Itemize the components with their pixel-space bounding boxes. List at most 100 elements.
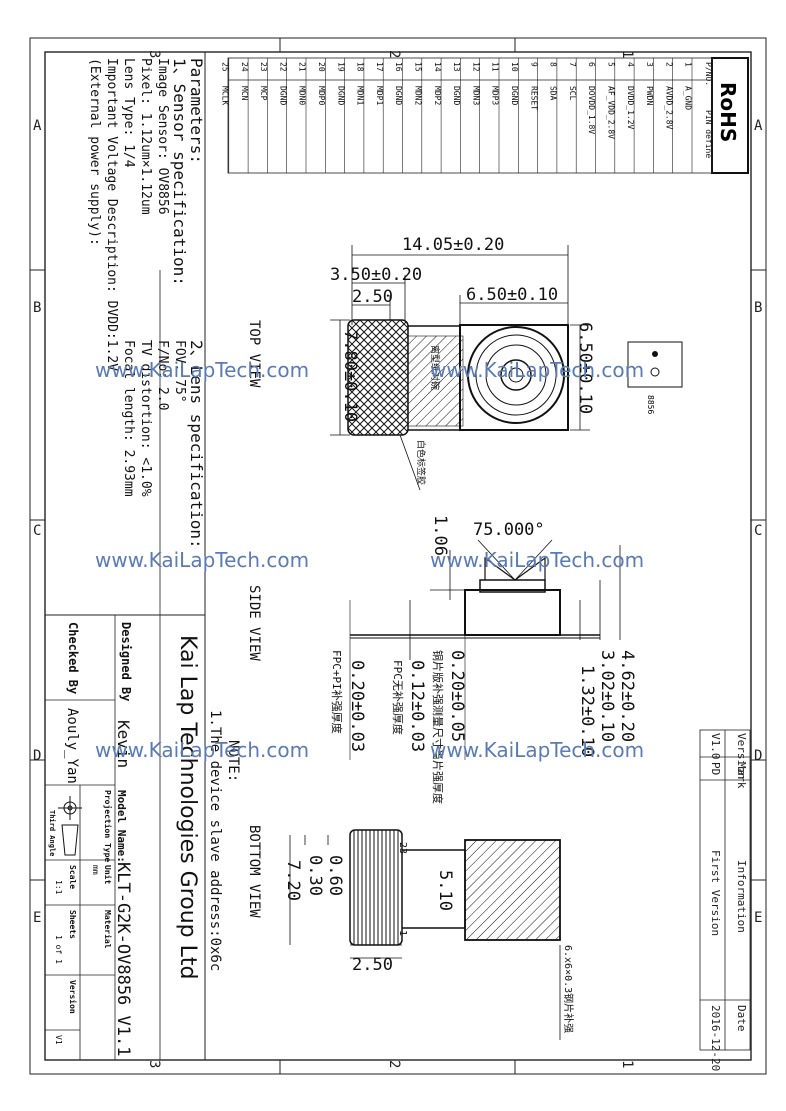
pin-row-number: 9 [529,62,538,67]
rev-mark-value: PD [709,762,722,775]
pin-row-define: DGND [394,86,403,105]
rev-date-value: 2016-12-20 [709,1005,722,1071]
dim-650-width: 6.50±0.10 [466,285,558,305]
pin-row-number: 18 [356,62,365,72]
dim-462: 4.62±0.20 [617,650,637,742]
unit-label: Unit [103,865,112,885]
note-fpc-thickness: FPC无补强厚度 [391,660,405,735]
watermark-2: www.KaiLapTech.com [430,358,645,382]
zone-a-left: A [33,118,42,134]
rev-mark-header: Mark [735,762,748,789]
sheet-label: Sheets [68,910,77,939]
zone-ticks [30,38,766,1074]
dim-132: 1.32±0.10 [577,665,597,757]
sensor-line-2: Lens Type: 1/4 [121,58,136,168]
company-name: Kai Lap Technologies Group Ltd [175,635,200,980]
pin-row-number: 25 [221,62,230,72]
sensor-line-3: Important Voltage Description: DVDD:1.2V [104,58,119,372]
top-view-dimension-labels: 14.05±0.20 3.50±0.20 2.50 6.50±0.10 6.50… [330,235,595,422]
dim-020a: 0.20±0.05 [447,650,467,742]
pin-row-define: MDN2 [414,86,423,105]
top-view-drawing [347,319,569,436]
note-stiffener: 6.x6×0.3钢片补强 [562,945,575,1033]
pin-row-number: 13 [452,62,461,72]
pin-row-number: 21 [298,62,307,72]
pin-row-number: 10 [510,62,519,72]
pin-row-define: AF_VDD_2.8V [607,86,616,139]
third-angle-symbol [58,796,82,856]
zone-c-right: C [754,523,762,539]
side-view-dimension-labels: 75.000° 1.06 4.62±0.20 3.02±0.10 1.32±0.… [347,515,637,757]
zone-labels: A B C D E A B C D E 1 2 3 1 2 3 [33,50,763,1068]
rev-info-value: First Version [709,850,722,936]
checked-by-value: Aouly_Yan [64,708,80,784]
pin-table [227,57,713,174]
scale-label: Scale [68,865,77,890]
pin-row-define: MDP0 [317,86,326,105]
pin-row-number: 19 [336,62,345,72]
pin-row-define: DGND [452,86,461,105]
note-fpc-pi: FPC+PI补强厚度 [330,650,344,734]
zone-b-left: B [33,300,41,316]
side-view-label: SIDE VIEW [246,585,262,661]
outer-frame [29,37,767,1075]
sheet-value: 1 of 1 [54,935,63,964]
zone-3-top: 3 [146,50,162,58]
watermark-4: www.KaiLapTech.com [430,548,645,572]
pin-row-define: SCL [568,86,577,101]
pin-row-define: DGND [336,86,345,105]
pin-row-number: 3 [645,62,654,67]
zone-3-bottom: 3 [146,1060,162,1068]
rev-info-header: Information [735,860,748,933]
sensor-line-1: Pixel: 1.12um×1.12um [138,58,153,215]
side-view-drawing [349,539,621,760]
projection-label: Projection Type [103,790,112,863]
pin-row-define: MDP1 [375,86,384,105]
pin-row-define: MDP2 [433,86,442,105]
parameters-title: Parameters: [187,58,206,164]
zone-d-left: D [33,748,41,764]
checked-by-label: Checked By [66,622,80,695]
pin-rows: P/NO.PIN define1A_GND2AVDD_2.8V3PWDN4DVD… [221,58,713,173]
pin-row-define: MDP3 [491,86,500,105]
bottom-view-notes: 23 1 6.x6×0.3钢片补强 [397,842,575,1033]
pin-row-define: MDN0 [298,86,307,105]
pin-row-number: 15 [414,62,423,72]
dim-302: 3.02±0.10 [597,650,617,742]
chip-dot [652,351,658,357]
top-view-dimension-lines [330,245,590,491]
pin-row-define: SDA [549,86,558,101]
version-label: Version [68,980,77,1014]
pin-row-define: RESET [529,86,538,110]
pin-row-number: 17 [375,62,384,72]
dim-020b: 0.20±0.03 [347,660,367,752]
dim-106: 1.06 [430,515,450,556]
pin-table-header-no: P/NO. [704,62,713,86]
pin-row-define: DGND [278,86,287,105]
rev-version-header: Version [735,733,748,779]
pin-row-define: A_GND [684,86,693,110]
dim-width-total: 14.05±0.20 [402,235,504,255]
watermark-1: www.KaiLapTech.com [95,358,310,382]
watermark-3: www.KaiLapTech.com [95,548,310,572]
pin-row-number: 11 [491,62,500,72]
pin-1-marker: 1 [397,930,408,936]
pin-row-define: MCLK [221,86,230,105]
top-view-notes: 离型纸对碗 白色标签胶 [415,345,441,485]
pin-row-define: AVDD_2.8V [664,86,673,130]
zone-e-right: E [754,910,762,926]
pin-row-number: 24 [240,62,249,72]
inner-frame [44,51,752,1061]
pin-row-number: 23 [259,62,268,72]
dim-650-height: 6.50±0.10 [575,322,595,414]
bottom-view-label: BOTTOM VIEW [246,825,262,918]
rohs-label: RoHS [716,82,740,142]
zone-1-bottom: 1 [619,1060,635,1068]
designed-by-label: Designed By [119,622,133,702]
model-label: Model Name: [115,790,128,863]
pin-row-number: 4 [626,62,635,67]
scale-value: 1:1 [54,880,63,895]
dim-060: 0.60 [325,855,345,896]
pin-row-define: PWDN [645,86,654,105]
